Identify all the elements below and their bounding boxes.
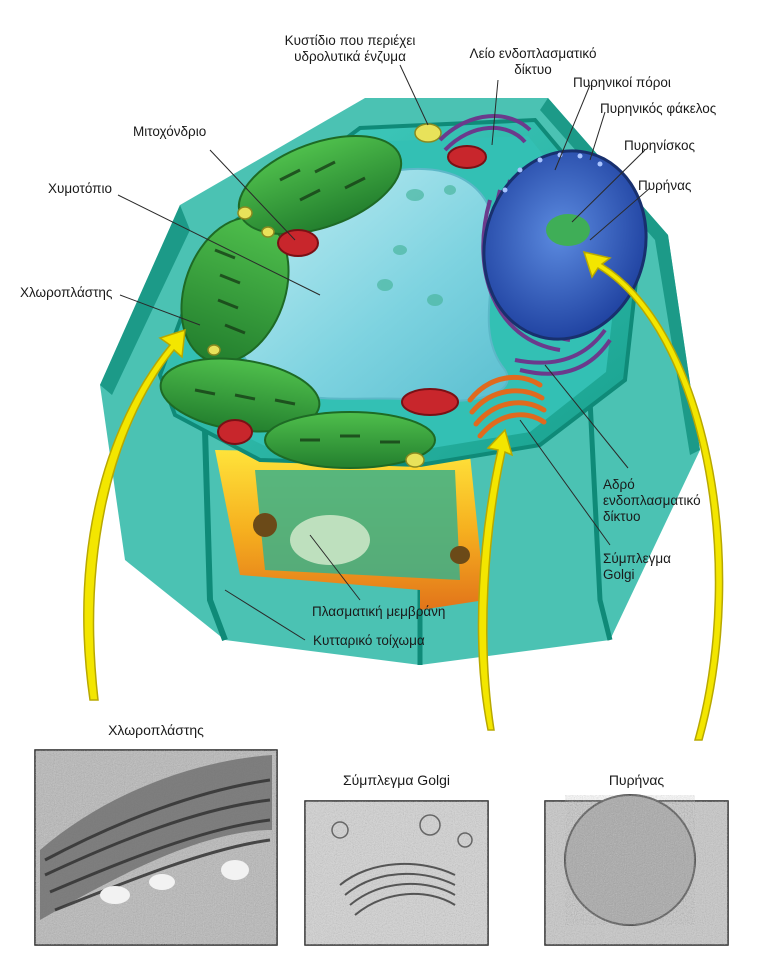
caption-nucleus: Πυρήνας [608, 772, 665, 788]
caption-golgi: Σύμπλεγμα Golgi [342, 772, 450, 788]
micrograph-nucleus [544, 794, 729, 946]
label-nuclear-envelope: Πυρηνικός φάκελος [600, 101, 717, 116]
chloroplasts [159, 134, 436, 469]
label-golgi: Σύμπλεγμα Golgi [603, 551, 671, 583]
label-plasma-membrane: Πλασματική μεμβράνη [312, 604, 446, 619]
golgi-apparatus [467, 374, 547, 439]
label-mitochondrion: Μιτοχόνδριο [133, 124, 207, 139]
label-golgi-line2: Golgi [603, 567, 635, 582]
micrograph-golgi [304, 800, 489, 946]
label-rough-er-line2: ενδοπλασματικό [603, 493, 701, 508]
label-vesicle-line2: υδρολυτικά ένζυμα [294, 49, 406, 64]
label-vesicle-line1: Κυστίδιο που περιέχει [284, 33, 416, 48]
label-rough-er-line3: δίκτυο [603, 509, 641, 524]
nucleus [482, 149, 648, 341]
vesicles [207, 123, 442, 468]
label-smooth-er-line2: δίκτυο [514, 62, 552, 77]
label-rough-er: Αδρό ενδοπλασματικό δίκτυο [603, 477, 701, 525]
label-nucleus: Πυρήνας [638, 178, 692, 193]
vacuole-spots [377, 185, 456, 306]
label-cell-wall: Κυτταρικό τοίχωμα [313, 633, 425, 648]
label-chloroplast: Χλωροπλάστης [20, 285, 113, 300]
leader-lines [117, 64, 651, 641]
micrograph-chloroplast [34, 749, 278, 946]
label-rough-er-line1: Αδρό [603, 477, 635, 492]
label-vacuole: Χυμοτόπιο [48, 181, 112, 196]
label-nuclear-pores: Πυρηνικοί πόροι [573, 75, 671, 90]
pointer-arrows [83, 250, 724, 741]
label-golgi-line1: Σύμπλεγμα [603, 551, 671, 566]
label-vesicle: Κυστίδιο που περιέχει υδρολυτικά ένζυμα [255, 33, 445, 65]
label-nucleolus: Πυρηνίσκος [624, 138, 696, 153]
mitochondria [217, 145, 487, 445]
label-smooth-er: Λείο ενδοπλασματικό δίκτυο [448, 46, 618, 78]
label-smooth-er-line1: Λείο ενδοπλασματικό [469, 46, 597, 61]
caption-chloroplast: Χλωροπλάστης [108, 722, 204, 738]
cell-cross-section [215, 450, 485, 610]
